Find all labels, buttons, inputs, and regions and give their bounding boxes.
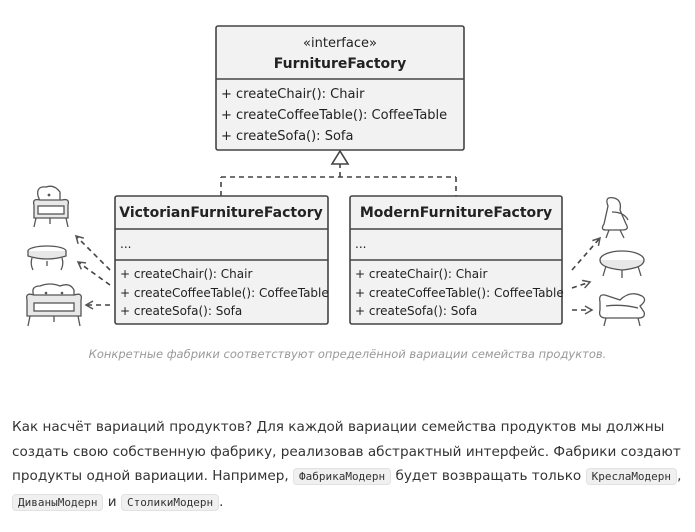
- uml-class-diagram: «interface» FurnitureFactory + createCha…: [26, 25, 646, 327]
- victorian-fields: ...: [120, 237, 131, 251]
- inline-code: ДиваныМодерн: [12, 493, 104, 511]
- victorian-coffee-table-icon: [27, 245, 67, 271]
- victorian-method: + createCoffeeTable(): CoffeeTable: [120, 286, 329, 300]
- body-paragraph: Как насчёт вариаций продуктов? Для каждо…: [12, 415, 687, 515]
- modern-method: + createSofa(): Sofa: [355, 304, 477, 318]
- interface-method: + createSofa(): Sofa: [221, 129, 353, 144]
- realization-connector: [220, 149, 457, 196]
- modern-chair-icon: [601, 197, 629, 239]
- modern-fields: ...: [355, 237, 366, 251]
- modern-method: + createCoffeeTable(): CoffeeTable: [355, 286, 564, 300]
- victorian-product-arrows: [74, 234, 111, 310]
- paragraph-text: и: [103, 493, 121, 510]
- victorian-method: + createChair(): Chair: [120, 267, 252, 281]
- modern-coffee-table-icon: [599, 250, 645, 278]
- paragraph-text: будет возвращать только: [391, 468, 586, 484]
- modern-class-name: ModernFurnitureFactory: [360, 205, 552, 221]
- interface-furniture-factory: «interface» FurnitureFactory + createCha…: [215, 25, 465, 151]
- victorian-class-name: VictorianFurnitureFactory: [119, 205, 323, 221]
- victorian-method: + createSofa(): Sofa: [120, 304, 242, 318]
- modern-method: + createChair(): Chair: [355, 267, 487, 281]
- inline-code: КреслаМодерн: [585, 468, 678, 485]
- interface-method: + createChair(): Chair: [221, 87, 365, 102]
- victorian-armchair-icon: [32, 185, 70, 228]
- figure-caption: Конкретные фабрики соответствуют определ…: [88, 347, 607, 361]
- interface-stereotype: «interface»: [303, 36, 377, 51]
- victorian-furniture-factory-class: VictorianFurnitureFactory ... + createCh…: [114, 195, 329, 325]
- paragraph-text: Как насчёт вариаций продуктов? Для каждо…: [12, 419, 681, 484]
- modern-product-arrows: [571, 236, 601, 315]
- inline-code: СтоликиМодерн: [120, 493, 220, 511]
- paragraph-text: .: [219, 493, 224, 510]
- interface-name: FurnitureFactory: [274, 56, 406, 72]
- modern-sofa-icon: [598, 293, 646, 327]
- realization-arrowhead: [330, 149, 350, 165]
- victorian-sofa-icon: [26, 283, 82, 327]
- paragraph-text: ,: [677, 468, 682, 484]
- modern-furniture-factory-class: ModernFurnitureFactory ... + createChair…: [349, 195, 564, 325]
- inline-code: ФабрикаМодерн: [293, 468, 392, 485]
- interface-method: + createCoffeeTable(): CoffeeTable: [221, 108, 447, 123]
